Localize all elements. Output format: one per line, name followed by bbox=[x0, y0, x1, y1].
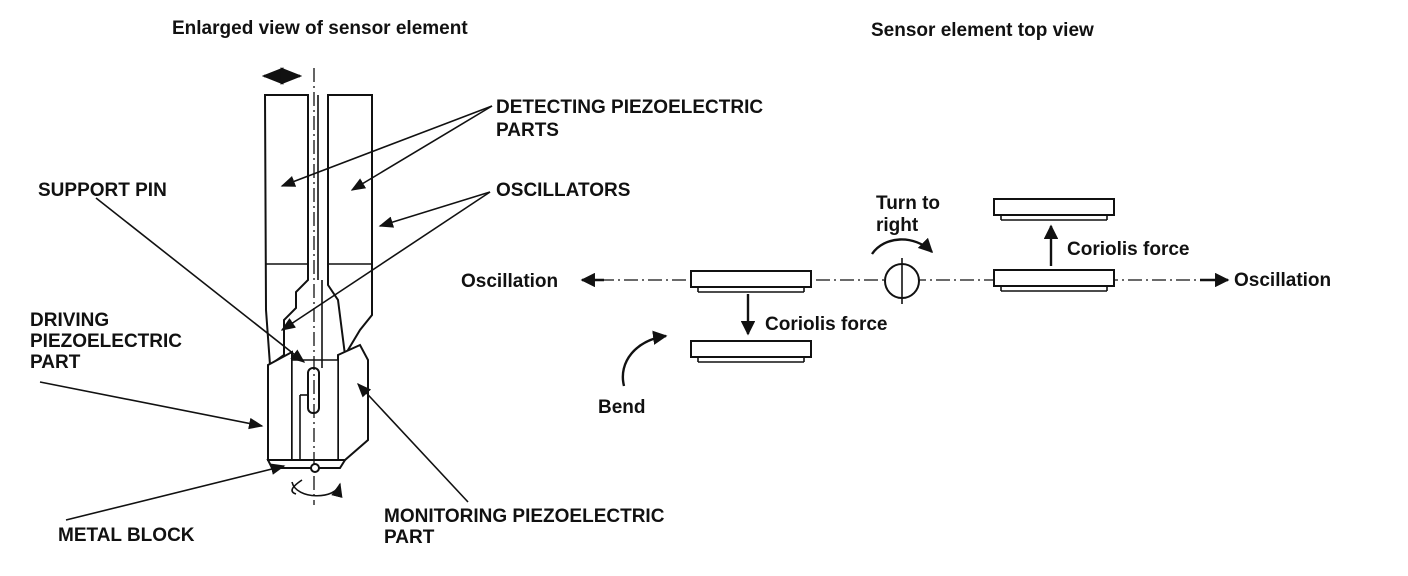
driving-label-line1: DRIVING bbox=[30, 310, 109, 331]
coriolis-lower-label: Coriolis force bbox=[765, 314, 887, 335]
turn-label-line2: right bbox=[876, 215, 919, 236]
left-tine-bent bbox=[690, 340, 812, 358]
rotation-arrow bbox=[291, 481, 343, 498]
monitoring-label-line2: PART bbox=[384, 527, 435, 548]
top-view-drawing bbox=[580, 198, 1230, 387]
oscillation-right-label: Oscillation bbox=[1234, 270, 1331, 291]
left-tine-top-view bbox=[690, 270, 812, 288]
right-tine-bent bbox=[993, 198, 1115, 216]
detecting-label-line2: PARTS bbox=[496, 120, 559, 141]
left-view-title: Enlarged view of sensor element bbox=[172, 18, 468, 39]
bend-label: Bend bbox=[598, 397, 646, 418]
monitoring-piezoelectric-part bbox=[337, 343, 369, 461]
right-view-title: Sensor element top view bbox=[871, 20, 1094, 41]
oscillators-label: OSCILLATORS bbox=[496, 180, 630, 201]
coriolis-upper-label: Coriolis force bbox=[1067, 239, 1189, 260]
support-pin-label: SUPPORT PIN bbox=[38, 180, 167, 201]
oscillation-left-label: Oscillation bbox=[461, 271, 558, 292]
turn-right-arrow bbox=[871, 237, 934, 255]
right-oscillator bbox=[327, 94, 373, 358]
turn-label-line1: Turn to bbox=[876, 193, 940, 214]
driving-label-line2: PIEZOELECTRIC bbox=[30, 331, 182, 352]
monitoring-label-line1: MONITORING PIEZOELECTRIC bbox=[384, 506, 665, 527]
right-tine-top-view bbox=[993, 269, 1115, 287]
driving-label-line3: PART bbox=[30, 352, 81, 373]
metal-block-label: METAL BLOCK bbox=[58, 525, 195, 546]
detecting-label-line1: DETECTING PIEZOELECTRIC bbox=[496, 97, 763, 118]
left-callouts bbox=[39, 105, 493, 521]
sensor-element-drawing bbox=[261, 67, 373, 505]
bend-arrow bbox=[621, 330, 668, 387]
left-oscillator bbox=[263, 94, 309, 367]
driving-piezoelectric-part bbox=[267, 350, 293, 461]
